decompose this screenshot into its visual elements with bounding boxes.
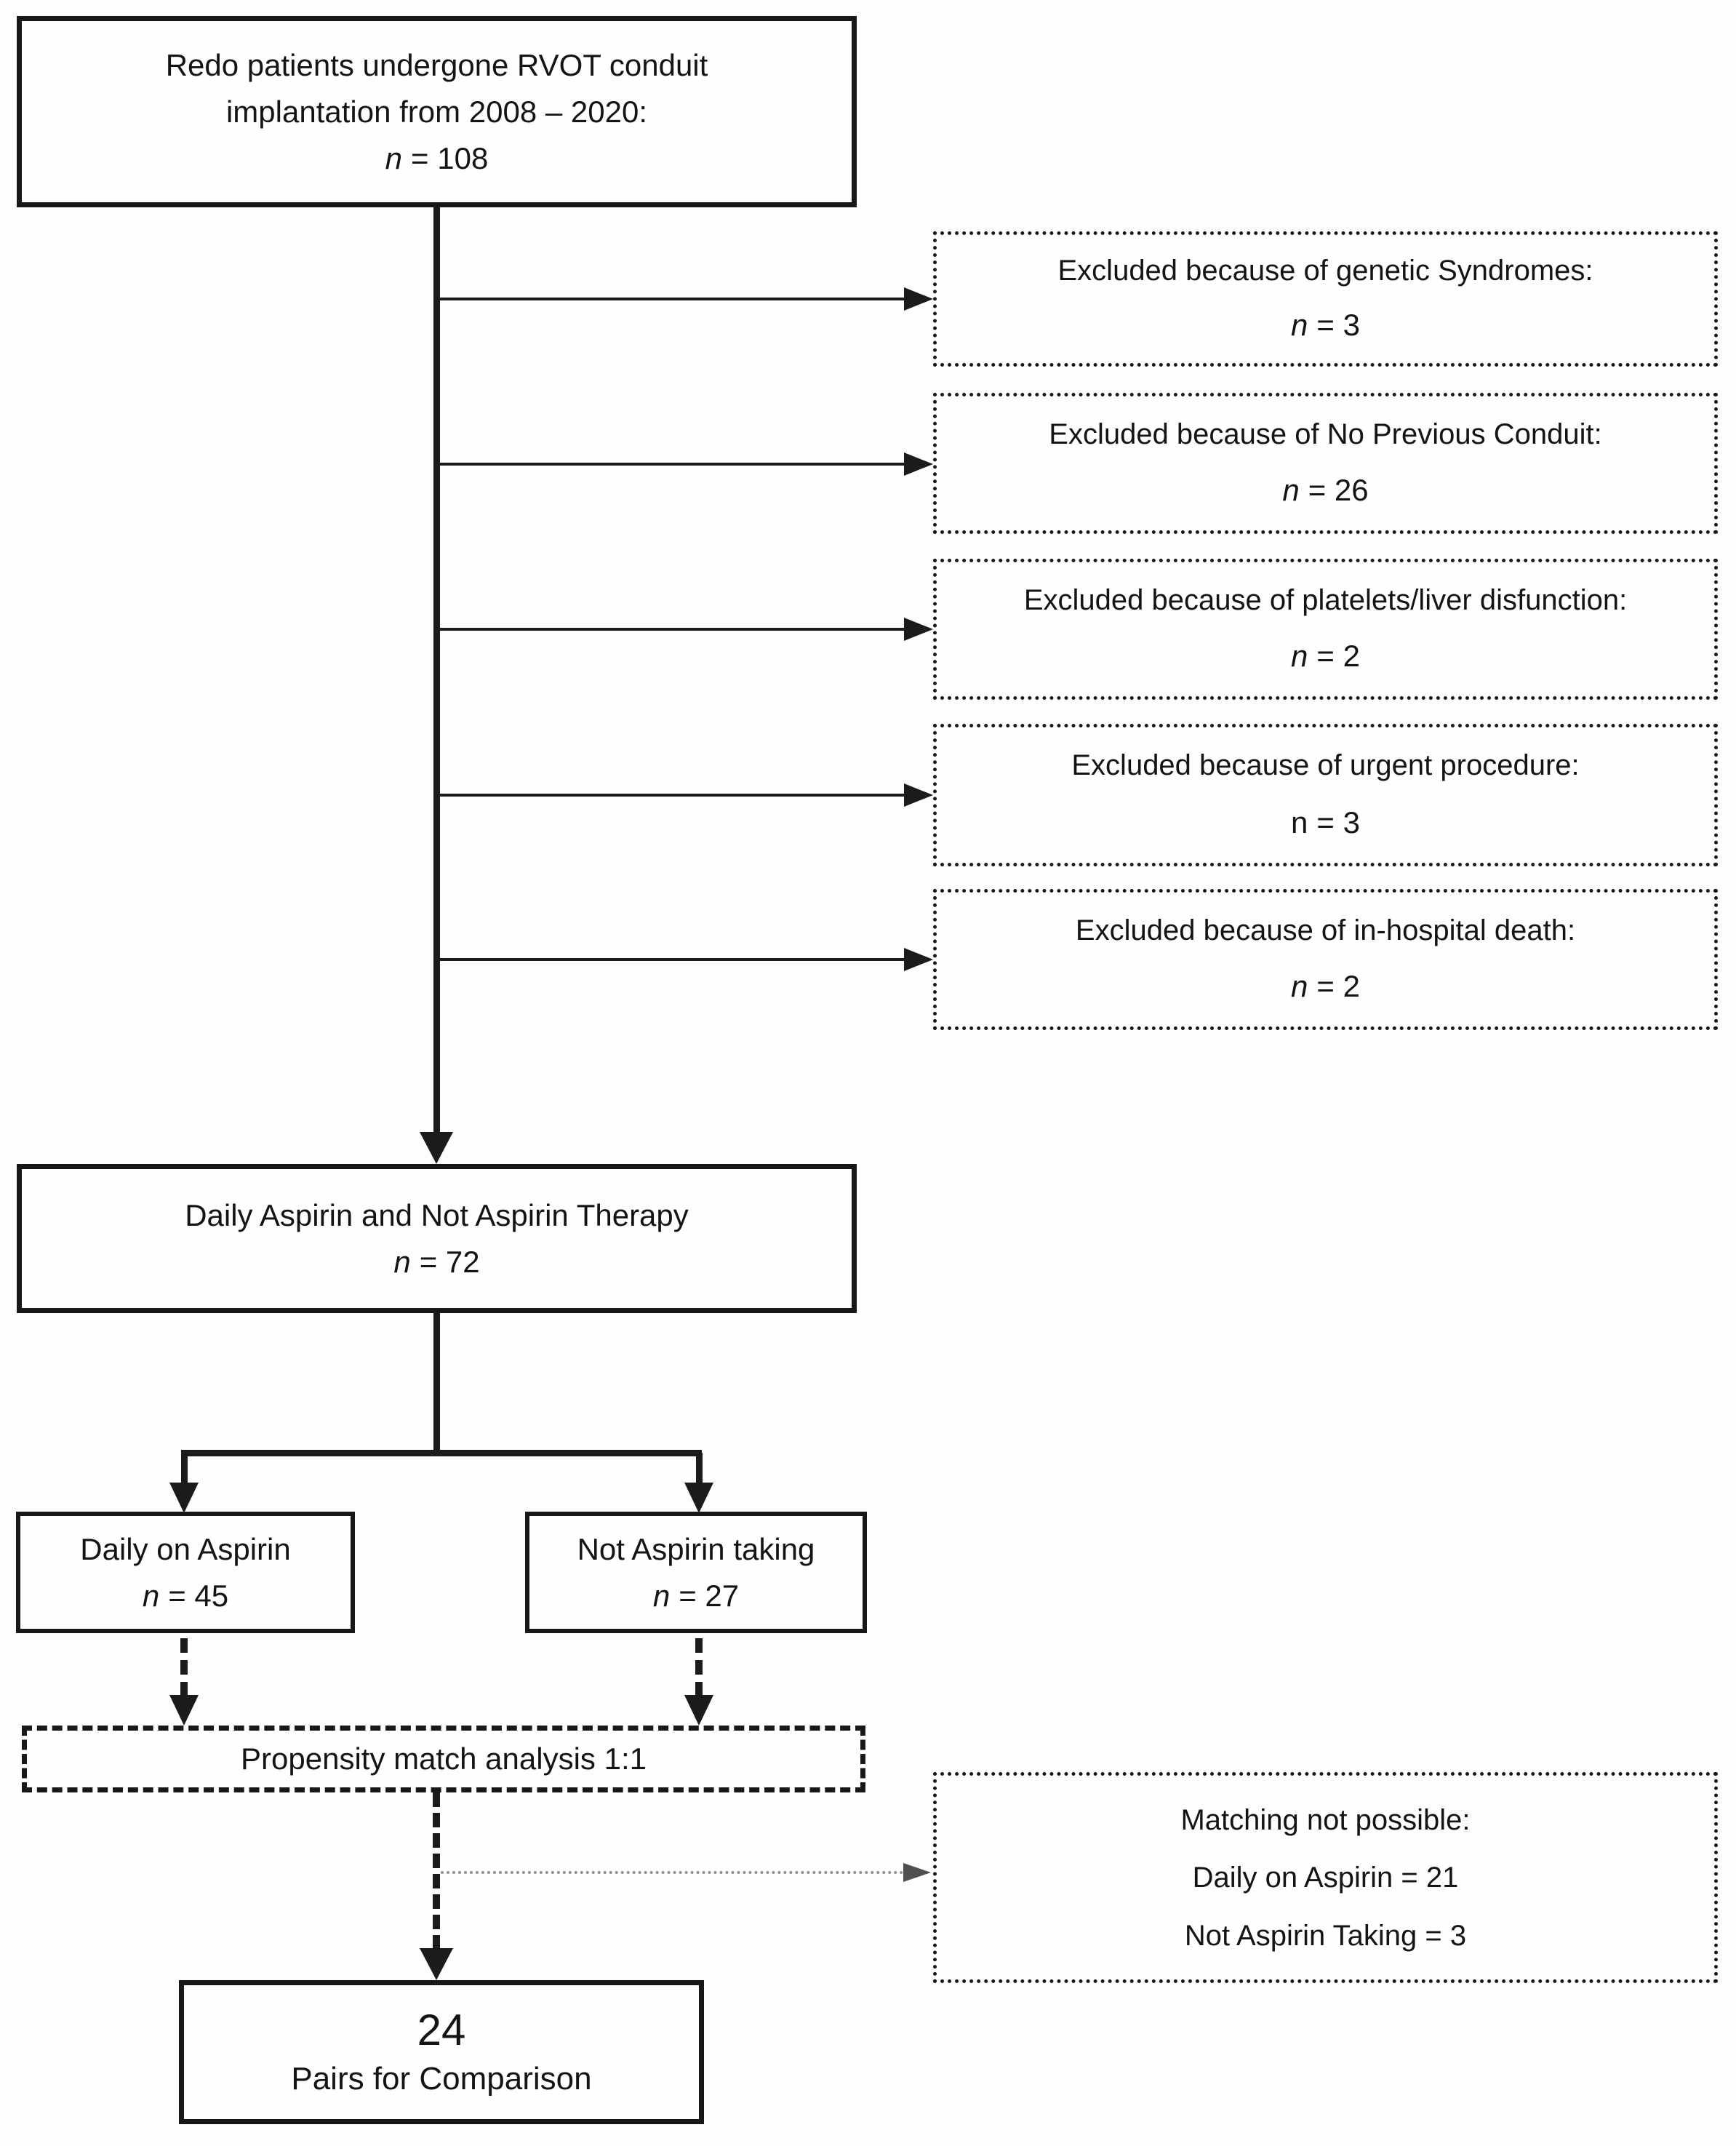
n-value: = 3 bbox=[1316, 308, 1360, 342]
down-arrowhead-icon bbox=[684, 1483, 713, 1513]
n-value: = 2 bbox=[1316, 969, 1360, 1004]
exclusion-label: Excluded because of platelets/liver disf… bbox=[1023, 583, 1628, 616]
n-symbol: n bbox=[652, 1578, 671, 1613]
exclusion-label: Excluded because of genetic Syndromes: bbox=[1057, 255, 1593, 287]
group-label: Daily on Aspirin bbox=[80, 1531, 291, 1566]
n-value: = 3 bbox=[1316, 805, 1360, 839]
n-value: = 108 bbox=[411, 140, 489, 175]
n-symbol: n bbox=[1291, 805, 1308, 839]
n-symbol: n bbox=[1291, 639, 1308, 674]
n-value: = 45 bbox=[168, 1578, 229, 1613]
down-arrowhead-icon bbox=[420, 1132, 453, 1164]
dashed-connector-right bbox=[695, 1638, 703, 1696]
n-symbol: n bbox=[1291, 308, 1308, 342]
down-arrowhead-icon bbox=[169, 1483, 199, 1513]
exclusion-box-urgent-procedure: Excluded because of urgent procedure: n=… bbox=[933, 724, 1718, 866]
n-symbol: n bbox=[142, 1578, 160, 1613]
exclusion-count: n= 3 bbox=[1291, 799, 1360, 846]
right-arrowhead-icon bbox=[903, 1863, 931, 1882]
exclusion-count: n= 2 bbox=[1291, 633, 1360, 679]
exclusion-label: Excluded because of in-hospital death: bbox=[1075, 914, 1576, 946]
n-symbol: n bbox=[1282, 473, 1300, 508]
right-arrowhead-icon bbox=[904, 783, 933, 807]
down-arrowhead-icon bbox=[684, 1695, 713, 1726]
dotted-connector-matching bbox=[441, 1871, 903, 1874]
matching-line-3: Not Aspirin Taking = 3 bbox=[1184, 1919, 1467, 1952]
exclusion-box-no-previous-conduit: Excluded because of No Previous Conduit:… bbox=[933, 393, 1718, 534]
exclusion-label: Excluded because of urgent procedure: bbox=[1071, 749, 1580, 782]
enrollment-line-1: Redo patients undergone RVOT conduit bbox=[165, 47, 708, 82]
propensity-match-box: Propensity match analysis 1:1 bbox=[22, 1726, 865, 1792]
exclusion-box-platelets-liver: Excluded because of platelets/liver disf… bbox=[933, 559, 1718, 700]
matching-not-possible-box: Matching not possible: Daily on Aspirin … bbox=[933, 1772, 1718, 1983]
n-value: = 72 bbox=[419, 1244, 480, 1279]
exclusion-box-in-hospital-death: Excluded because of in-hospital death: n… bbox=[933, 889, 1718, 1030]
enrollment-line-2: implantation from 2008 – 2020: bbox=[225, 94, 648, 129]
group-count: n= 27 bbox=[653, 1573, 739, 1619]
not-aspirin-box: Not Aspirin taking n= 27 bbox=[525, 1512, 867, 1633]
therapy-count: n= 72 bbox=[393, 1239, 479, 1285]
exclusion-count: n= 3 bbox=[1291, 302, 1360, 348]
group-label: Not Aspirin taking bbox=[577, 1531, 815, 1566]
n-symbol: n bbox=[393, 1244, 411, 1279]
n-symbol: n bbox=[1291, 969, 1308, 1004]
right-arrowhead-icon bbox=[904, 452, 933, 476]
enrollment-box: Redo patients undergone RVOT conduit imp… bbox=[17, 16, 857, 207]
exclusion-count: n= 2 bbox=[1291, 963, 1360, 1010]
therapy-cohort-box: Daily Aspirin and Not Aspirin Therapy n=… bbox=[17, 1164, 857, 1313]
result-label: Pairs for Comparison bbox=[291, 2061, 592, 2097]
result-value: 24 bbox=[417, 2006, 466, 2054]
n-symbol: n bbox=[385, 140, 403, 175]
dashed-connector-middle bbox=[433, 1792, 440, 1950]
matching-line-1: Matching not possible: bbox=[1180, 1803, 1471, 1836]
branch-line-1 bbox=[436, 298, 905, 300]
exclusion-box-genetic-syndromes: Excluded because of genetic Syndromes: n… bbox=[933, 231, 1718, 367]
group-count: n= 45 bbox=[143, 1573, 228, 1619]
enrollment-count: n= 108 bbox=[385, 135, 489, 182]
right-arrowhead-icon bbox=[904, 287, 933, 311]
result-pairs-box: 24 Pairs for Comparison bbox=[179, 1980, 704, 2124]
exclusion-count: n= 26 bbox=[1282, 467, 1368, 514]
dashed-connector-left bbox=[180, 1638, 188, 1696]
trunk-line-middle bbox=[433, 1313, 440, 1453]
right-arrowhead-icon bbox=[904, 618, 933, 641]
n-value: = 26 bbox=[1308, 473, 1369, 508]
n-value: = 27 bbox=[679, 1578, 740, 1613]
exclusion-label: Excluded because of No Previous Conduit: bbox=[1049, 418, 1602, 450]
n-value: = 2 bbox=[1316, 639, 1360, 674]
matching-line-2: Daily on Aspirin = 21 bbox=[1192, 1862, 1459, 1894]
branch-line-2 bbox=[436, 463, 905, 466]
branch-line-4 bbox=[436, 794, 905, 797]
therapy-line-1: Daily Aspirin and Not Aspirin Therapy bbox=[185, 1197, 689, 1232]
split-arm-left bbox=[181, 1453, 188, 1484]
down-arrowhead-icon bbox=[420, 1948, 453, 1980]
daily-aspirin-box: Daily on Aspirin n= 45 bbox=[16, 1512, 355, 1633]
right-arrowhead-icon bbox=[904, 948, 933, 971]
down-arrowhead-icon bbox=[169, 1695, 199, 1726]
branch-line-5 bbox=[436, 958, 905, 961]
split-bar-line bbox=[181, 1450, 702, 1456]
trunk-line-top bbox=[433, 207, 440, 1133]
propensity-label: Propensity match analysis 1:1 bbox=[241, 1742, 647, 1776]
branch-line-3 bbox=[436, 628, 905, 631]
split-arm-right bbox=[696, 1453, 703, 1484]
